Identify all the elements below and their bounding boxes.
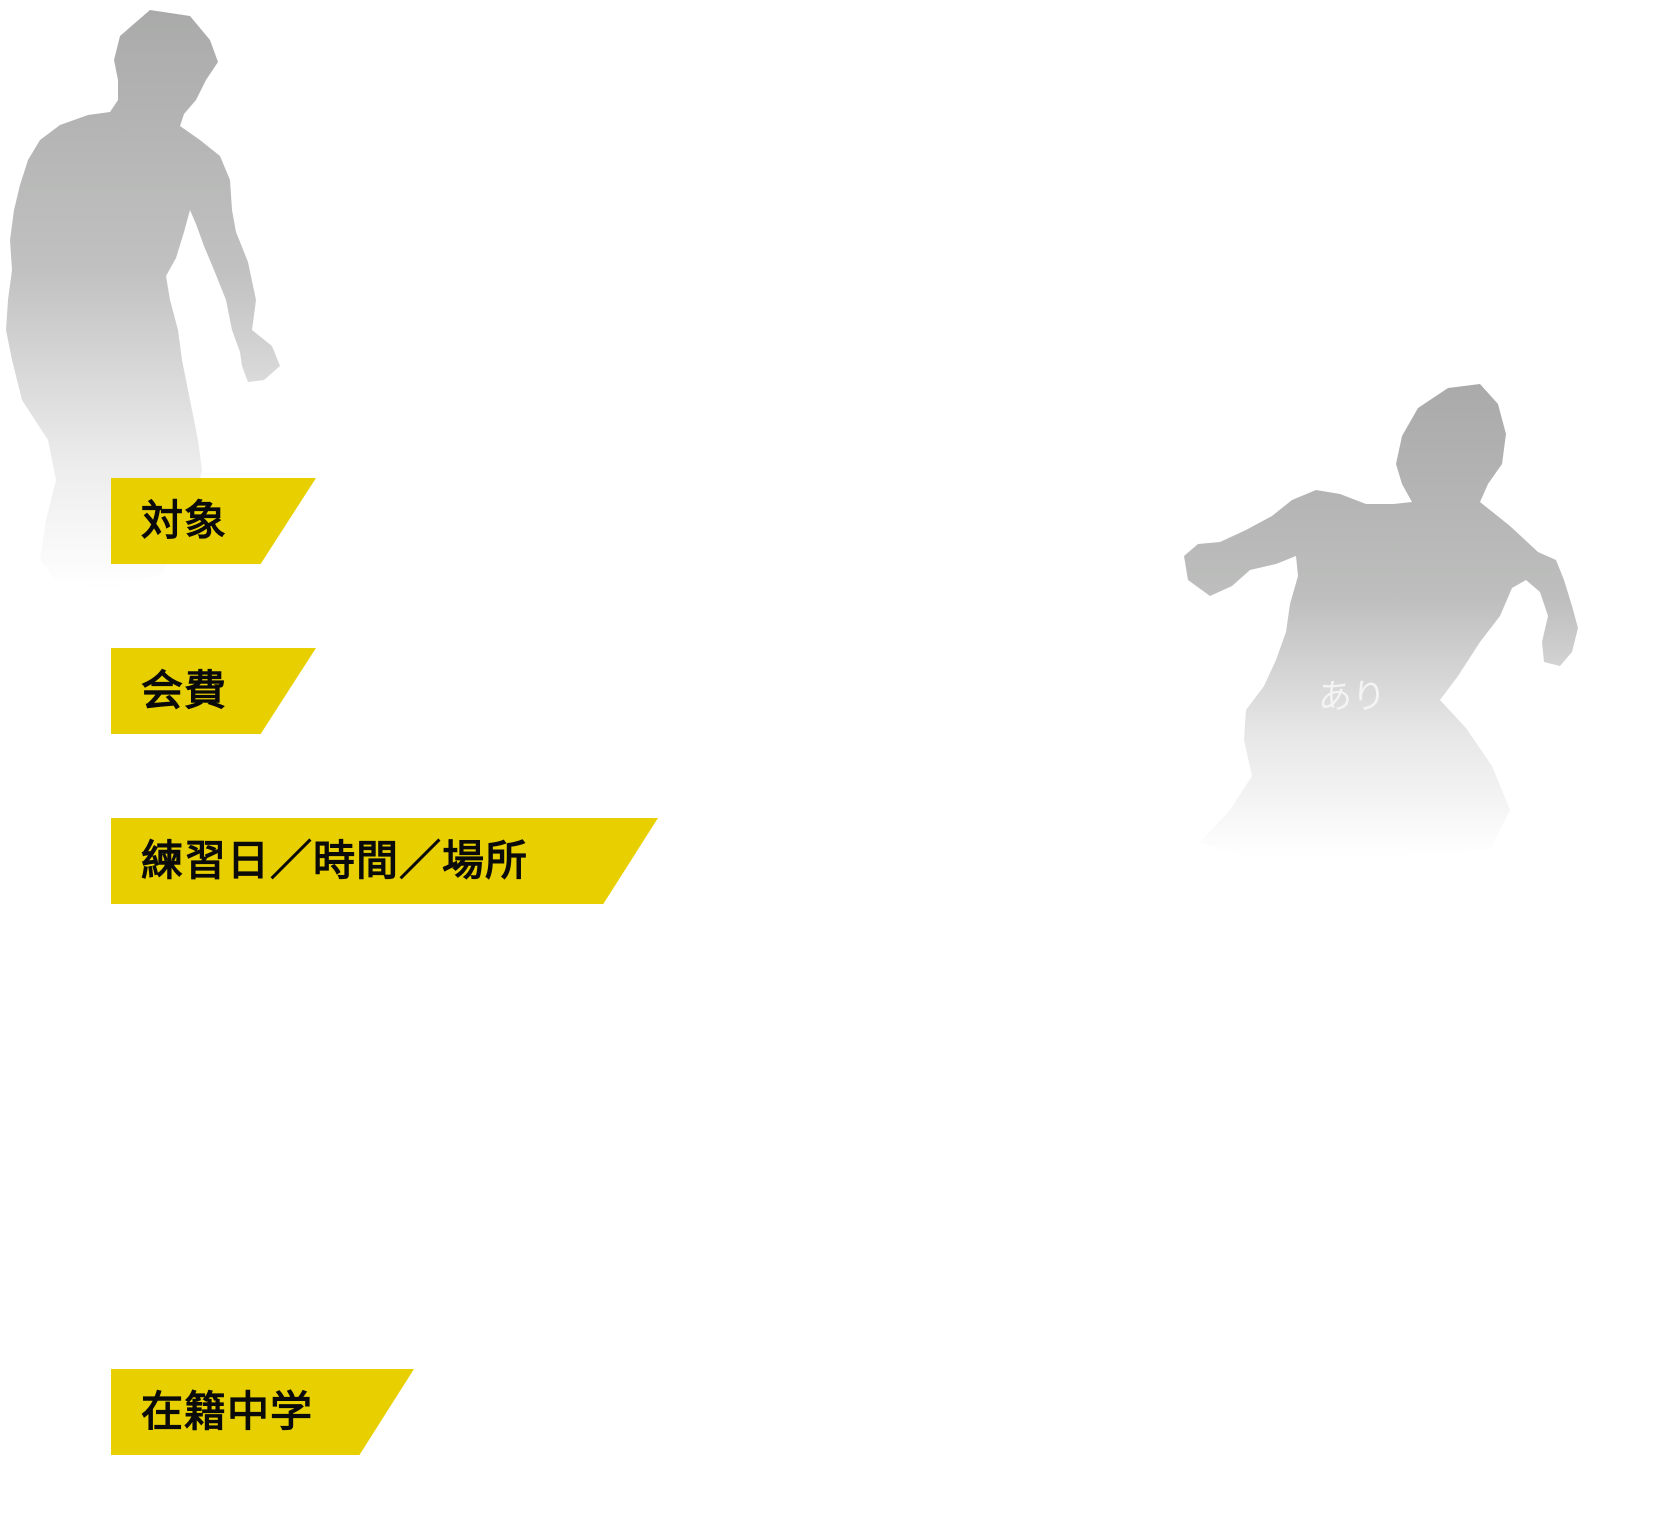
section-label-fee: 会費 [111,648,316,734]
player-silhouette-standing [6,10,280,590]
player-silhouette-running [1184,384,1578,858]
section-label-school-text: 在籍中学 [141,1387,314,1436]
section-label-target-text: 対象 [141,496,228,545]
section-label-practice: 練習日／時間／場所 [111,818,658,904]
section-label-practice-text: 練習日／時間／場所 [141,836,529,885]
section-label-school: 在籍中学 [111,1369,414,1455]
overlay-text: あり [1318,677,1386,717]
section-label-fee-text: 会費 [141,666,228,715]
